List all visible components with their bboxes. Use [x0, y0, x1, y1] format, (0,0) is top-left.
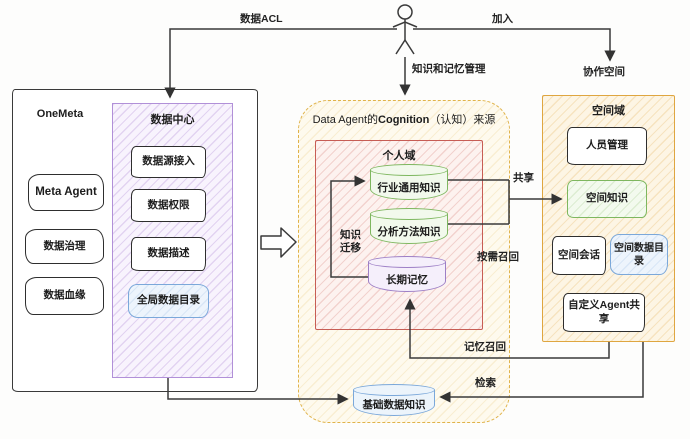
node-data-permission: 数据权限 [131, 189, 206, 222]
space-domain-title: 空间域 [592, 105, 625, 117]
cylinder-industry-knowledge: 行业通用知识 [369, 164, 449, 200]
node-global-data-catalog: 全局数据目录 [128, 284, 209, 318]
label-data-acl: 数据ACL [240, 13, 283, 25]
arrow-join [413, 28, 616, 62]
label-retrieval: 检索 [475, 377, 496, 389]
node-data-description: 数据描述 [131, 237, 206, 271]
label-memory-recall: 记忆召回 [464, 341, 506, 353]
label-knowledge-transfer: 知识迁移 [340, 229, 361, 255]
node-space-data-catalog: 空间数据目录 [610, 234, 668, 275]
label-share: 共享 [513, 172, 534, 184]
node-meta-agent: Meta Agent [28, 174, 104, 211]
personal-domain-title: 个人域 [382, 150, 416, 162]
node-space-session: 空间会话 [552, 236, 606, 275]
data-center-title: 数据中心 [150, 114, 195, 126]
node-data-lineage: 数据血缘 [25, 277, 104, 315]
node-data-source-access: 数据源接入 [131, 146, 206, 178]
arrow-data-acl [164, 28, 397, 99]
cylinder-longterm-memory: 长期记忆 [367, 256, 447, 292]
onemeta-title: OneMeta [36, 108, 84, 120]
cylinder-base-data-knowledge: 基础数据知识 [352, 384, 436, 416]
label-on-demand-recall: 按需召回 [477, 251, 519, 263]
label-knowledge-memory-mgmt: 知识和记忆管理 [412, 63, 486, 75]
cylinder-analysis-knowledge: 分析方法知识 [369, 208, 449, 244]
label-join: 加入 [492, 13, 513, 25]
flow-arrow-icon [260, 227, 297, 258]
person-icon [392, 4, 418, 55]
node-custom-agent-share: 自定义Agent共享 [563, 293, 645, 332]
cognition-title: Data Agent的Cognition（认知）来源 [312, 114, 496, 126]
node-member-management: 人员管理 [567, 127, 647, 165]
node-data-governance: 数据治理 [25, 229, 104, 264]
node-space-knowledge: 空间知识 [567, 180, 647, 218]
label-collaboration-space: 协作空间 [583, 66, 625, 78]
